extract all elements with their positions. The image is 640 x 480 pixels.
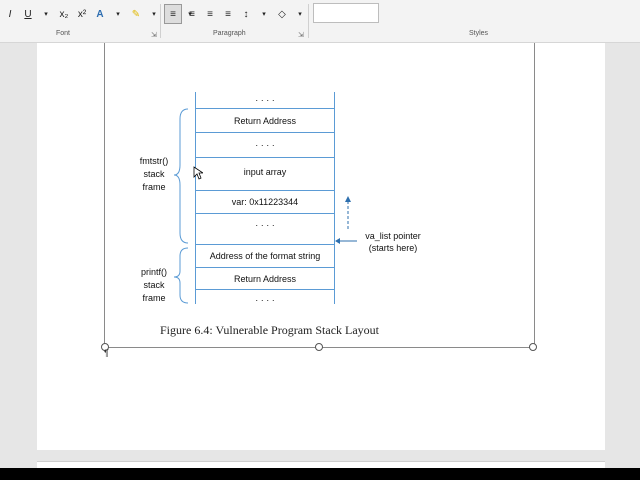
chevron-down-icon[interactable]: ▾	[262, 11, 266, 18]
stack-divider	[196, 213, 334, 214]
shading-button[interactable]: ◇	[278, 8, 286, 20]
stack-cell-ellipsis: · · · ·	[255, 220, 275, 230]
font-group-label: Font	[56, 30, 71, 37]
fmtstr-brace	[173, 108, 189, 244]
va-list-pointer-label: va_list pointer (starts here)	[358, 230, 428, 254]
paragraph-dialog-launcher-icon[interactable]: ⇲	[298, 32, 304, 39]
subscript-button[interactable]: x₂	[59, 8, 69, 20]
chevron-down-icon[interactable]: ▾	[44, 11, 48, 18]
stack-divider	[196, 267, 334, 268]
fmtstr-label-line: fmtstr()	[139, 156, 169, 166]
printf-frame-label: printf() stack frame	[133, 266, 175, 305]
highlight-button[interactable]: ✎	[131, 8, 141, 20]
pointer-label-line: (starts here)	[368, 243, 418, 253]
chevron-down-icon[interactable]: ▾	[152, 11, 156, 18]
document-page[interactable]	[37, 43, 605, 450]
stack-cell-ellipsis: · · · ·	[255, 95, 275, 105]
justify-button[interactable]: ≡	[225, 8, 231, 20]
stack-cell-ellipsis: · · · ·	[255, 295, 275, 305]
superscript-button[interactable]: x²	[77, 8, 87, 20]
va-list-arrows	[335, 196, 357, 244]
stack-divider	[196, 157, 334, 158]
paragraph-group-label: Paragraph	[213, 30, 246, 37]
text-effects-button[interactable]: A	[96, 8, 104, 20]
printf-brace	[173, 247, 189, 304]
figure-caption: Figure 6.4: Vulnerable Program Stack Lay…	[160, 323, 380, 337]
chevron-down-icon[interactable]: ▾	[298, 11, 302, 18]
stack-divider	[196, 244, 334, 245]
stack-divider	[196, 132, 334, 133]
resize-handle-bottom-center[interactable]	[315, 343, 323, 351]
align-center-button[interactable]: ≡	[189, 8, 195, 20]
mouse-cursor-icon	[193, 166, 203, 180]
fmtstr-label-line: frame	[142, 182, 166, 192]
pointer-label-line: va_list pointer	[365, 231, 421, 241]
resize-handle-bottom-right[interactable]	[529, 343, 537, 351]
stack-cell-input-array: input array	[243, 167, 287, 177]
next-page[interactable]	[37, 461, 605, 469]
ribbon: I U ▾ x₂ x² A ▾ ✎ ▾ A ▾ ≡ ≡ ≡ ≡ ↕ ▾ ◇ ▾ …	[0, 0, 640, 43]
fmtstr-frame-label: fmtstr() stack frame	[133, 155, 175, 194]
align-left-button[interactable]: ≡	[164, 4, 182, 24]
stack-frame-braces	[173, 108, 189, 304]
fmtstr-label-line: stack	[143, 169, 165, 179]
stack-right-border	[334, 92, 335, 304]
group-separator	[308, 4, 309, 38]
styles-gallery[interactable]	[313, 3, 379, 23]
stack-left-border	[195, 92, 196, 304]
line-spacing-button[interactable]: ↕	[243, 8, 249, 20]
arrow-head-icon	[345, 196, 351, 202]
printf-label-line: frame	[142, 293, 166, 303]
font-dialog-launcher-icon[interactable]: ⇲	[151, 32, 157, 39]
stack-divider	[196, 289, 334, 290]
align-right-button[interactable]: ≡	[207, 8, 213, 20]
stack-divider	[196, 108, 334, 109]
stack-cell-ellipsis: · · · ·	[255, 140, 275, 150]
group-separator	[160, 4, 161, 38]
printf-label-line: stack	[143, 280, 165, 290]
paragraph-mark: ¶	[104, 348, 109, 358]
stack-cell-var: var: 0x11223344	[231, 197, 299, 207]
arrow-head-icon	[335, 238, 340, 244]
stack-cell-return-address: Return Address	[233, 115, 297, 126]
resize-handle-bottom-left[interactable]	[101, 343, 109, 351]
styles-group-label: Styles	[469, 30, 489, 37]
screen-bottom-bar	[0, 468, 640, 480]
underline-button[interactable]: U	[24, 8, 32, 20]
printf-label-line: printf()	[140, 267, 167, 277]
stack-cell-return-address: Return Address	[233, 273, 297, 284]
stack-cell-format-string-address: Address of the format string	[209, 251, 321, 261]
italic-button[interactable]: I	[8, 8, 12, 20]
stack-divider	[196, 190, 334, 191]
chevron-down-icon[interactable]: ▾	[116, 11, 120, 18]
chevron-down-icon[interactable]: ▾	[188, 11, 192, 18]
